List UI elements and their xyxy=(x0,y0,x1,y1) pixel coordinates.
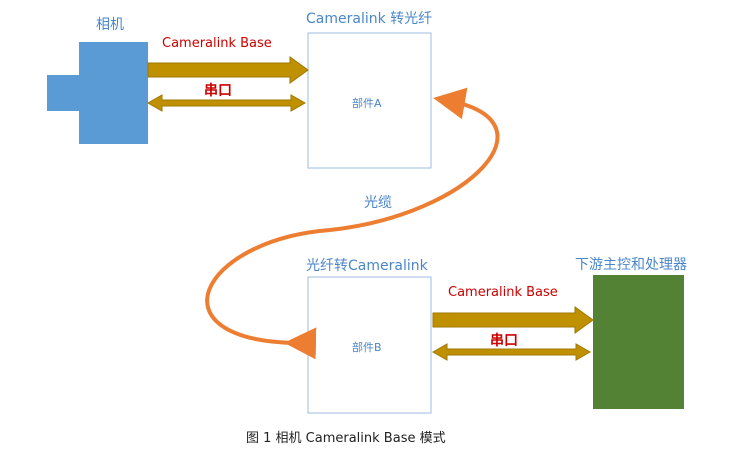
fiber-cable-label: 光缆 xyxy=(364,195,392,211)
camera-lens xyxy=(47,75,79,111)
downstream-title: 下游主控和处理器 xyxy=(575,257,687,273)
converter-b-title: 光纤转Cameralink xyxy=(306,258,428,274)
top-serial-link-label: 串口 xyxy=(204,83,232,99)
bottom-serial-link-label: 串口 xyxy=(490,333,518,349)
fiber-cable-curve xyxy=(205,87,500,360)
camera-body xyxy=(79,42,148,144)
top-data-link-label: Cameralink Base xyxy=(162,36,272,51)
converter-a-part-label: 部件A xyxy=(352,97,382,110)
converter-b-part-label: 部件B xyxy=(352,341,382,354)
top-data-arrow xyxy=(147,56,309,84)
downstream-processor-box xyxy=(593,275,684,409)
camera-label: 相机 xyxy=(96,17,124,33)
bottom-data-link-label: Cameralink Base xyxy=(448,285,558,300)
converter-a-title: Cameralink 转光纤 xyxy=(306,11,433,27)
figure-caption: 图 1 相机 Cameralink Base 模式 xyxy=(246,431,446,446)
